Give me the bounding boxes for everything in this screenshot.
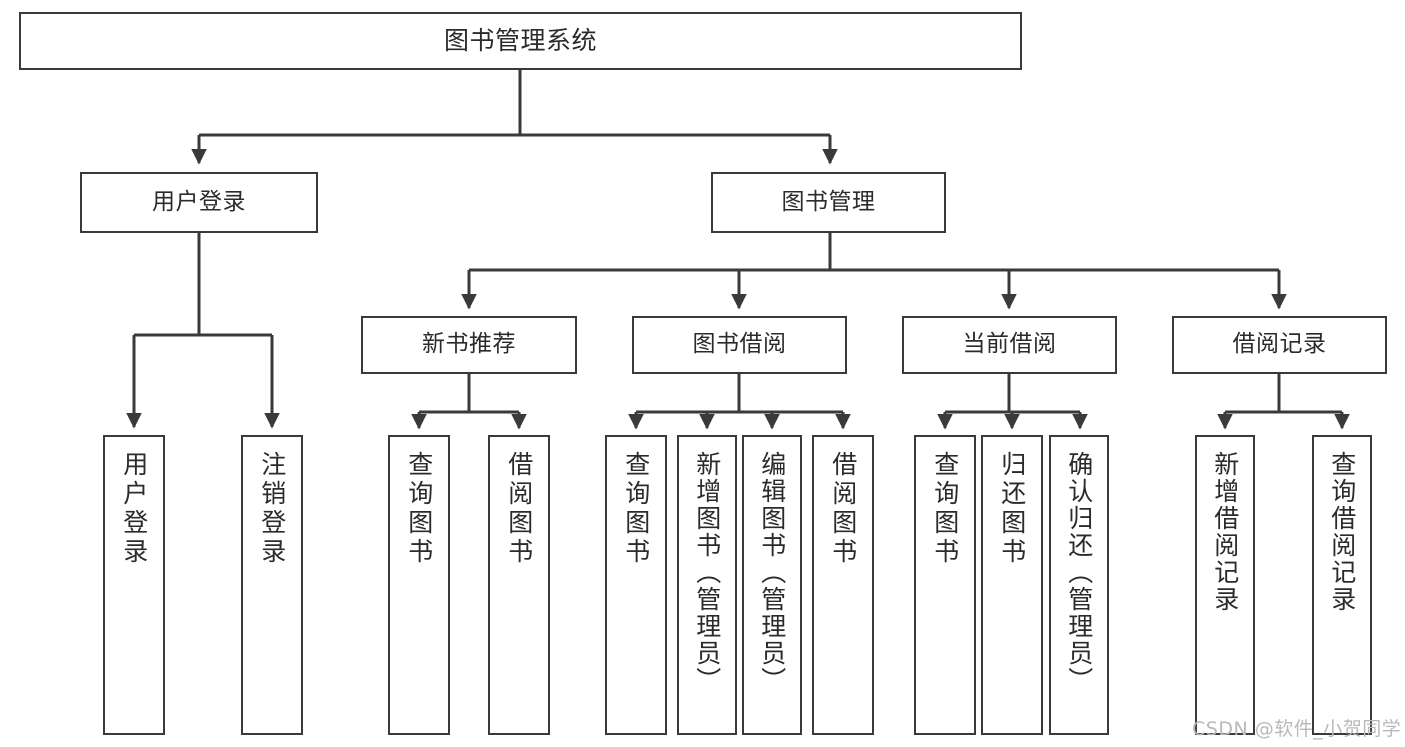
node-label: 查询借阅记录 bbox=[1327, 451, 1357, 613]
node-label: 图书管理系统 bbox=[443, 26, 597, 56]
node-leaf-query-book-3[interactable]: 查询图书 bbox=[914, 435, 976, 735]
watermark-text: CSDN @软件_小贺同学 bbox=[1192, 718, 1402, 740]
node-label: 编辑图书（管理员） bbox=[757, 451, 787, 694]
node-borrow-record[interactable]: 借阅记录 bbox=[1172, 316, 1387, 374]
node-label: 图书借阅 bbox=[692, 331, 787, 358]
node-label: 借阅记录 bbox=[1232, 331, 1327, 358]
node-root-system[interactable]: 图书管理系统 bbox=[19, 12, 1022, 70]
node-leaf-return-book[interactable]: 归还图书 bbox=[981, 435, 1043, 735]
node-leaf-query-book-2[interactable]: 查询图书 bbox=[605, 435, 667, 735]
node-label: 图书管理 bbox=[781, 188, 876, 215]
node-leaf-borrow-book-1[interactable]: 借阅图书 bbox=[488, 435, 550, 735]
node-label: 用户登录 bbox=[119, 451, 149, 567]
node-book-manage[interactable]: 图书管理 bbox=[711, 172, 946, 233]
node-leaf-user-login[interactable]: 用户登录 bbox=[103, 435, 165, 735]
node-label: 新书推荐 bbox=[422, 331, 516, 358]
node-label: 归还图书 bbox=[997, 451, 1027, 567]
node-leaf-confirm-return[interactable]: 确认归还（管理员） bbox=[1049, 435, 1109, 735]
node-label: 借阅图书 bbox=[504, 451, 534, 567]
node-label: 查询图书 bbox=[621, 451, 651, 567]
node-label: 新增借阅记录 bbox=[1210, 451, 1240, 613]
node-label: 确认归还（管理员） bbox=[1064, 451, 1094, 694]
node-label: 新增图书（管理员） bbox=[692, 451, 722, 694]
node-leaf-add-book[interactable]: 新增图书（管理员） bbox=[677, 435, 737, 735]
node-label: 用户登录 bbox=[152, 188, 246, 215]
node-current-borrow[interactable]: 当前借阅 bbox=[902, 316, 1117, 374]
node-label: 借阅图书 bbox=[828, 451, 858, 567]
node-leaf-edit-book[interactable]: 编辑图书（管理员） bbox=[742, 435, 802, 735]
node-leaf-logout-login[interactable]: 注销登录 bbox=[241, 435, 303, 735]
node-new-book-rec[interactable]: 新书推荐 bbox=[361, 316, 577, 374]
node-label: 查询图书 bbox=[404, 451, 434, 567]
node-leaf-query-record[interactable]: 查询借阅记录 bbox=[1312, 435, 1372, 735]
node-leaf-add-record[interactable]: 新增借阅记录 bbox=[1195, 435, 1255, 735]
node-label: 查询图书 bbox=[930, 451, 960, 567]
node-label: 注销登录 bbox=[257, 451, 287, 567]
node-book-borrow[interactable]: 图书借阅 bbox=[632, 316, 847, 374]
node-user-login[interactable]: 用户登录 bbox=[80, 172, 318, 233]
node-leaf-query-book-1[interactable]: 查询图书 bbox=[388, 435, 450, 735]
node-label: 当前借阅 bbox=[962, 331, 1057, 358]
node-leaf-borrow-book-2[interactable]: 借阅图书 bbox=[812, 435, 874, 735]
